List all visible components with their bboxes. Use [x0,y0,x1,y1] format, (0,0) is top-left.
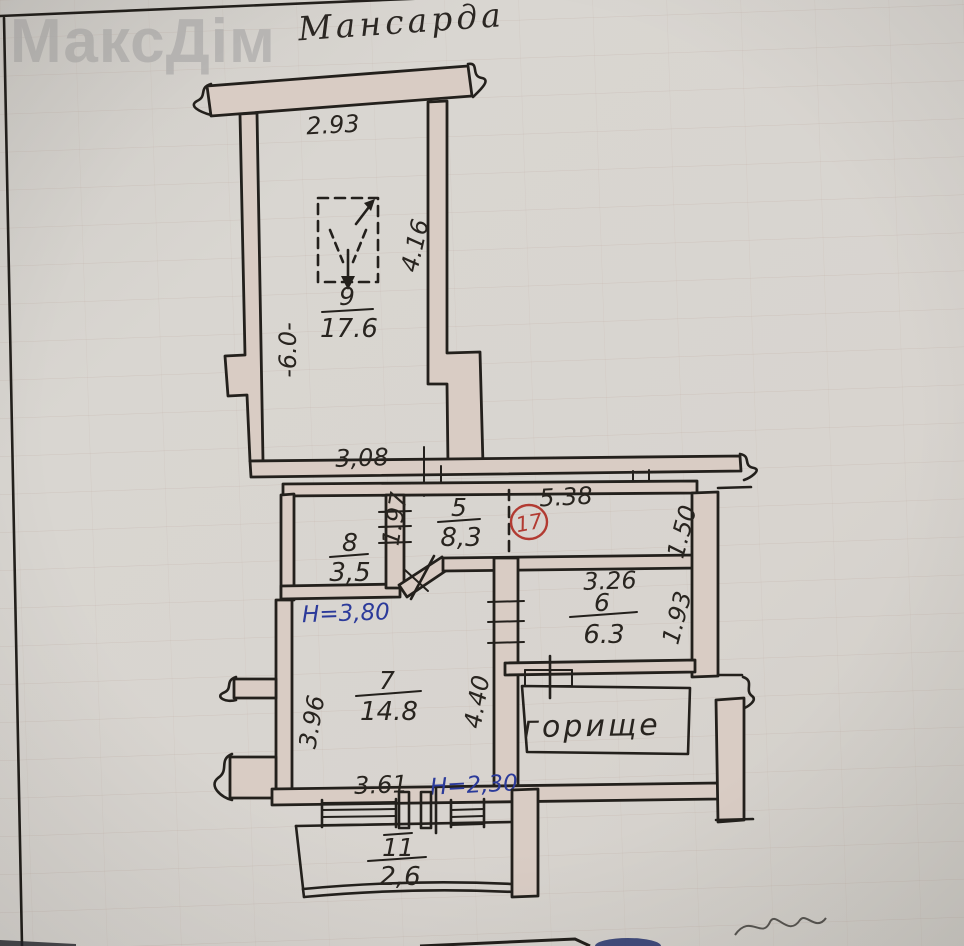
scanned-floorplan-photo: МаксДім Мансарда 2.93 4.16 -6.0- 9 17.6 … [0,0,964,946]
floorplan-drawing: МаксДім Мансарда 2.93 4.16 -6.0- 9 17.6 … [0,0,964,946]
vignette-overlay [0,0,964,946]
